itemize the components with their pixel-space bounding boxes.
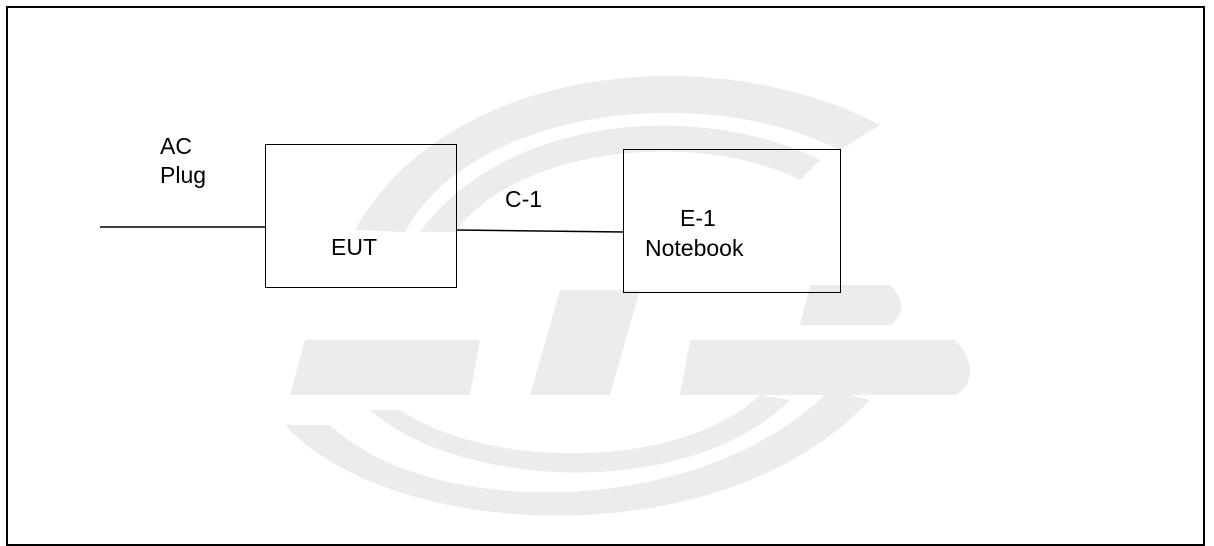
eut-label: EUT xyxy=(331,234,377,260)
notebook-label-line1: E-1 xyxy=(680,205,716,231)
c1-cable-line xyxy=(455,229,625,233)
company-logo-watermark xyxy=(285,76,970,516)
c1-cable-label: C-1 xyxy=(505,186,543,212)
notebook-label-line2: Notebook xyxy=(645,235,744,261)
ac-plug-label-line1: AC xyxy=(160,133,192,159)
eut-box xyxy=(265,144,457,288)
connection-lines xyxy=(100,226,625,233)
ac-plug-label-line2: Plug xyxy=(160,162,207,188)
notebook-box xyxy=(623,149,841,293)
